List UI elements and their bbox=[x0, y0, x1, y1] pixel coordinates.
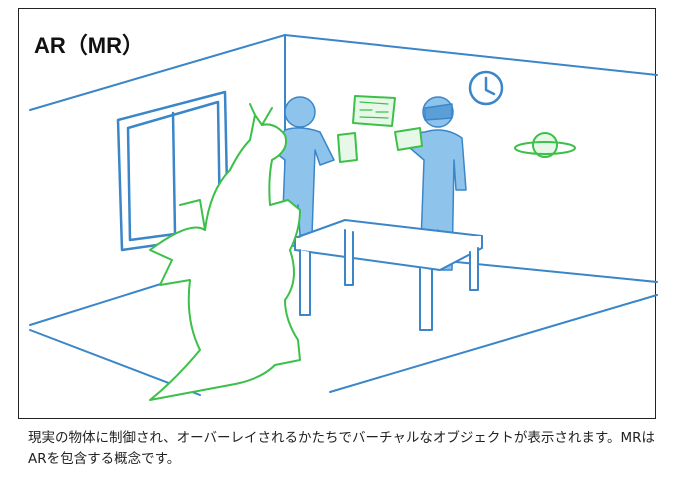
dragon-virtual-character bbox=[149, 103, 301, 401]
room-outline bbox=[29, 34, 658, 396]
ar-mr-illustration bbox=[29, 34, 658, 401]
illustration-frame bbox=[18, 8, 656, 419]
clock-icon bbox=[468, 70, 504, 106]
page-title: AR（MR） bbox=[34, 33, 144, 58]
virtual-objects bbox=[337, 95, 576, 163]
caption: 現実の物体に制御され、オーバーレイされるかたちでバーチャルなオブジェクトが表示さ… bbox=[28, 430, 656, 467]
table bbox=[294, 219, 483, 331]
